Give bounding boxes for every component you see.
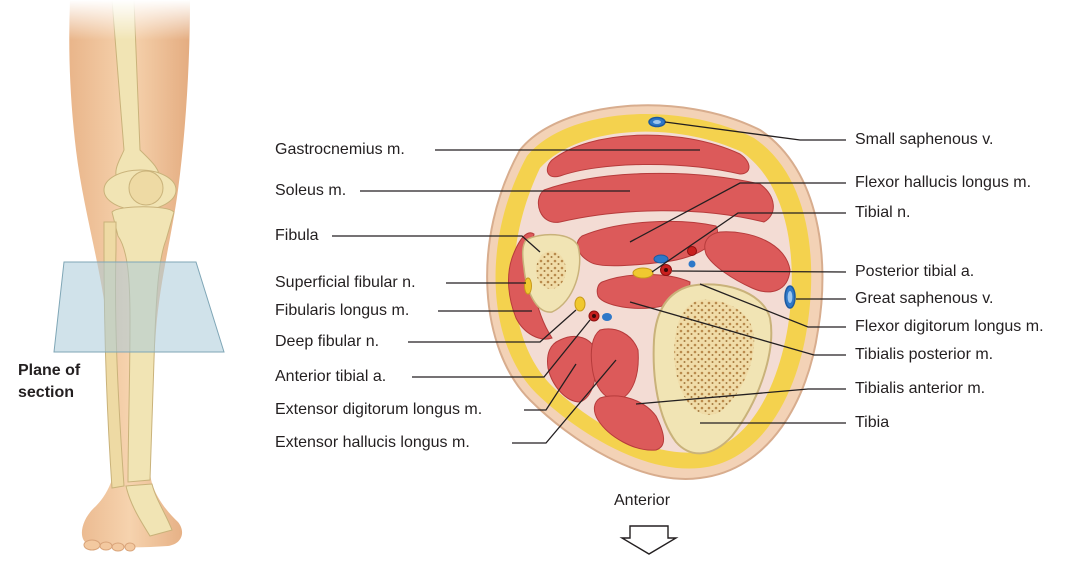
leader-posterior-tibial-a bbox=[671, 270, 847, 273]
label-flexor-hallucis-longus: Flexor hallucis longus m. bbox=[855, 174, 1032, 191]
plane-of-section-label: Plane of section bbox=[18, 360, 80, 404]
flexor-hallucis-longus-muscle bbox=[576, 220, 718, 267]
leader-extensor-digitorum-longus bbox=[524, 363, 577, 411]
label-anterior-tibial-a: Anterior tibial a. bbox=[275, 368, 387, 385]
fibula-bone-section bbox=[521, 233, 581, 313]
leader-flexor-hallucis-longus bbox=[629, 182, 846, 243]
section-plane bbox=[53, 261, 225, 353]
leader-tibialis-anterior bbox=[635, 388, 846, 405]
leg-illustration bbox=[53, 0, 225, 552]
leader-tibialis-posterior bbox=[629, 301, 846, 356]
label-small-saphenous-v: Small saphenous v. bbox=[855, 131, 994, 148]
leader-lines bbox=[332, 121, 847, 444]
label-soleus: Soleus m. bbox=[275, 182, 347, 199]
flexor-digitorum-longus-muscle bbox=[704, 231, 791, 293]
label-fibula: Fibula bbox=[275, 227, 319, 244]
label-superficial-fibular-n: Superficial fibular n. bbox=[275, 274, 416, 291]
leader-small-saphenous-v bbox=[664, 121, 846, 141]
patella-bone bbox=[128, 170, 164, 206]
foot-bones bbox=[125, 483, 173, 537]
label-posterior-tibial-a: Posterior tibial a. bbox=[855, 263, 975, 280]
label-fibularis-longus: Fibularis longus m. bbox=[275, 302, 410, 319]
label-extensor-hallucis-longus: Extensor hallucis longus m. bbox=[275, 434, 470, 451]
label-tibia: Tibia bbox=[855, 414, 890, 431]
label-tibial-n: Tibial n. bbox=[855, 204, 911, 221]
leader-anterior-tibial-a bbox=[412, 319, 591, 378]
soleus-muscle bbox=[538, 172, 774, 223]
leader-fibula bbox=[332, 235, 541, 253]
plane-label-line1: Plane of bbox=[18, 362, 81, 379]
label-deep-fibular-n: Deep fibular n. bbox=[275, 333, 380, 350]
tibialis-anterior-muscle bbox=[593, 395, 664, 451]
leader-deep-fibular-n bbox=[408, 309, 577, 343]
label-flexor-digitorum-longus: Flexor digitorum longus m. bbox=[855, 318, 1044, 335]
label-tibialis-anterior: Tibialis anterior m. bbox=[855, 380, 986, 397]
anterior-orientation-label: Anterior bbox=[614, 492, 671, 509]
posterior-tibial-vein-2 bbox=[688, 260, 696, 268]
posterior-tibial-vein-1 bbox=[653, 254, 669, 264]
leader-tibial-n bbox=[651, 212, 846, 273]
leader-extensor-hallucis-longus bbox=[512, 359, 617, 444]
superficial-fibular-nerve bbox=[524, 277, 532, 295]
label-gastrocnemius: Gastrocnemius m. bbox=[275, 141, 405, 158]
plane-label-line2: section bbox=[18, 384, 75, 401]
gastrocnemius-muscle bbox=[546, 134, 750, 178]
tibial-nerve bbox=[632, 267, 654, 279]
label-great-saphenous-v: Great saphenous v. bbox=[855, 290, 994, 307]
anterior-arrow-icon bbox=[619, 525, 679, 555]
fibular-artery bbox=[687, 246, 697, 256]
toes bbox=[83, 539, 136, 552]
deep-fibular-nerve bbox=[574, 296, 586, 312]
cross-section bbox=[486, 104, 824, 480]
label-extensor-digitorum-longus: Extensor digitorum longus m. bbox=[275, 401, 483, 418]
label-tibialis-posterior: Tibialis posterior m. bbox=[855, 346, 994, 363]
anterior-tibial-vein bbox=[602, 313, 612, 321]
leader-flexor-digitorum-longus bbox=[699, 283, 846, 328]
tibia-bone-section bbox=[652, 283, 773, 455]
